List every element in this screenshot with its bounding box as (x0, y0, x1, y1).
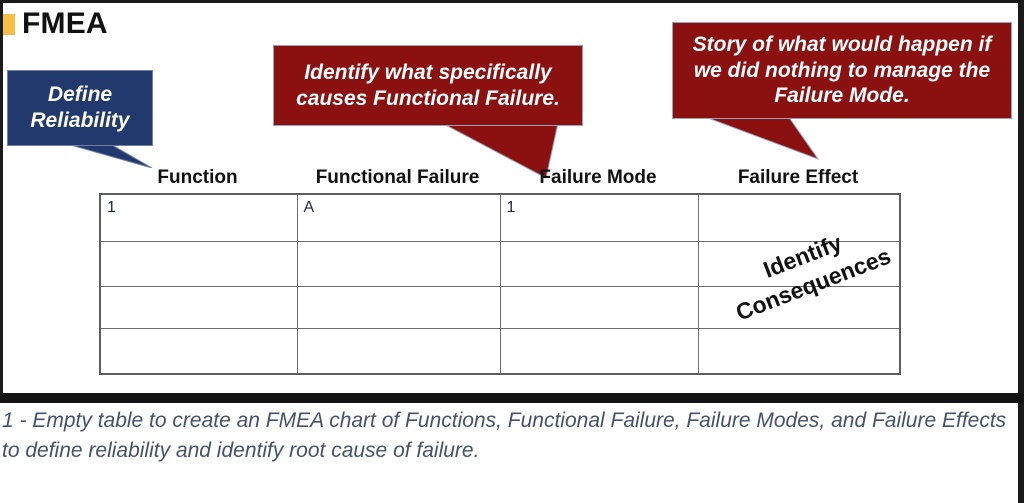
table-row (99, 327, 901, 375)
table-cell[interactable] (499, 240, 699, 287)
table-cell[interactable]: 1 (499, 193, 699, 242)
table-cell[interactable] (296, 240, 501, 287)
title-marker-square (3, 14, 15, 35)
column-header-function: Function (157, 167, 238, 188)
callout-identify-causes-text: Identify what specifically causes Functi… (296, 60, 560, 110)
table-cell[interactable] (499, 285, 699, 329)
table-cell[interactable]: 1 (99, 193, 298, 242)
table-row (99, 285, 901, 329)
callout-define-reliability-text: Define Reliability (30, 83, 130, 132)
table-cell[interactable] (99, 327, 298, 375)
figure-caption: 1 - Empty table to create an FMEA chart … (2, 409, 1007, 463)
table-cell[interactable] (296, 285, 501, 329)
column-header-failure-mode: Failure Mode (539, 167, 657, 188)
page-title: FMEA (22, 7, 108, 40)
figure-top-border (0, 0, 1024, 3)
table-row: 1 A 1 (99, 193, 901, 242)
table-cell[interactable] (296, 327, 501, 375)
fmea-table: 1 A 1 (99, 193, 901, 375)
callout-failure-story: Story of what would happen if we did not… (672, 22, 1012, 119)
figure-left-border (0, 0, 3, 402)
table-cell[interactable]: A (296, 193, 501, 242)
table-cell[interactable] (99, 240, 298, 287)
callout-tail-failure-story (700, 115, 820, 161)
table-cell[interactable] (697, 240, 901, 287)
callout-define-reliability: Define Reliability (7, 70, 153, 146)
table-cell[interactable] (697, 285, 901, 329)
figure-caption-divider (0, 393, 1024, 403)
table-cell[interactable] (499, 327, 699, 375)
table-cell[interactable] (697, 327, 901, 375)
callout-failure-story-text: Story of what would happen if we did not… (692, 33, 992, 108)
table-row (99, 240, 901, 287)
callout-identify-causes: Identify what specifically causes Functi… (273, 45, 583, 126)
column-header-failure-effect: Failure Effect (737, 167, 859, 188)
table-cell[interactable] (697, 193, 901, 242)
figure-right-border (1018, 0, 1024, 503)
table-cell[interactable] (99, 285, 298, 329)
column-header-functional-failure: Functional Failure (315, 167, 480, 188)
